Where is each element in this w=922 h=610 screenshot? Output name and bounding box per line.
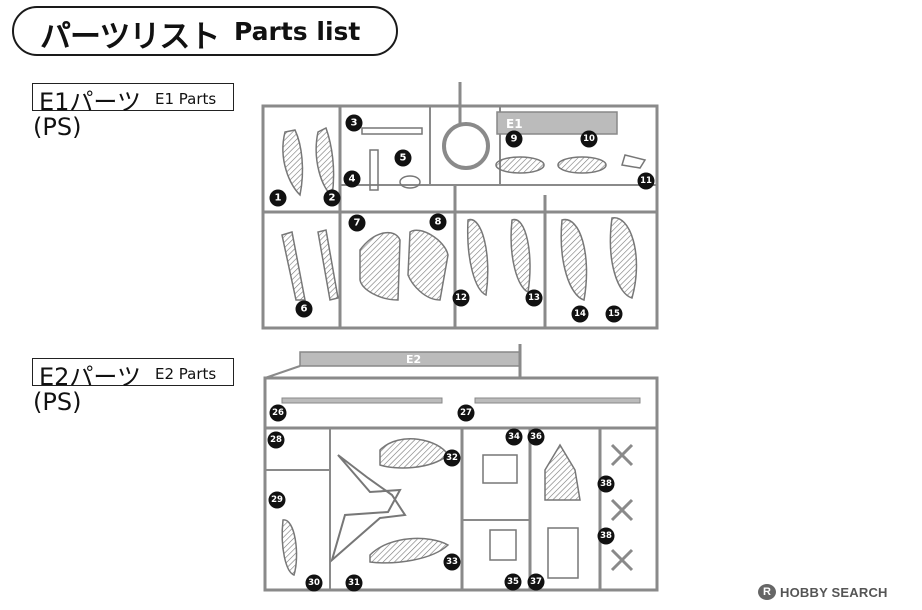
svg-text:28: 28 — [270, 435, 282, 445]
part-badge-3: 3 — [345, 114, 363, 132]
part-badge-27: 27 — [457, 404, 475, 422]
watermark-text: HOBBY SEARCH — [780, 585, 888, 600]
runner-e1-tag-text: E1 — [506, 117, 523, 131]
part-badge-33: 33 — [443, 553, 461, 571]
svg-text:8: 8 — [435, 217, 442, 228]
svg-text:3: 3 — [351, 118, 358, 129]
svg-text:6: 6 — [301, 304, 308, 315]
part-badge-1: 1 — [269, 189, 287, 207]
watermark: R HOBBY SEARCH — [758, 582, 918, 604]
part-badge-7: 7 — [348, 214, 366, 232]
svg-text:5: 5 — [400, 153, 407, 164]
svg-text:7: 7 — [354, 218, 361, 229]
svg-text:33: 33 — [446, 557, 458, 567]
svg-text:27: 27 — [460, 408, 472, 418]
part-badge-31: 31 — [345, 574, 363, 592]
part-badge-35: 35 — [504, 573, 522, 591]
svg-text:15: 15 — [608, 309, 620, 319]
svg-text:37: 37 — [530, 577, 542, 587]
svg-text:11: 11 — [640, 176, 652, 186]
runner-e2-tag: E2 — [406, 353, 421, 366]
svg-text:31: 31 — [348, 578, 360, 588]
part-badge-13: 13 — [525, 289, 543, 307]
svg-text:35: 35 — [507, 577, 519, 587]
part-badge-30: 30 — [305, 574, 323, 592]
svg-text:1: 1 — [275, 193, 282, 204]
e1-part-badges: 1 2 3 4 5 6 7 8 9 10 11 12 13 14 15 — [269, 114, 655, 323]
part-badge-37: 37 — [527, 573, 545, 591]
svg-text:4: 4 — [349, 174, 356, 185]
svg-text:14: 14 — [574, 309, 586, 319]
title-box: パーツリスト Parts list — [12, 6, 398, 56]
svg-text:34: 34 — [508, 432, 520, 442]
runner-e1 — [261, 82, 659, 330]
svg-text:26: 26 — [272, 408, 284, 418]
part-badge-34: 34 — [505, 428, 523, 446]
material-e1: (PS) — [33, 113, 82, 141]
e1-part-shapes — [281, 126, 647, 301]
svg-text:32: 32 — [446, 453, 458, 463]
part-badge-14: 14 — [571, 305, 589, 323]
part-badge-38-upper: 38 — [597, 475, 615, 493]
svg-text:36: 36 — [530, 432, 542, 442]
svg-text:29: 29 — [271, 495, 283, 505]
svg-text:30: 30 — [308, 578, 320, 588]
svg-text:2: 2 — [329, 193, 336, 204]
svg-text:10: 10 — [583, 134, 595, 144]
part-badge-36: 36 — [527, 428, 545, 446]
part-badge-32: 32 — [443, 449, 461, 467]
e2-part-badges: 26 27 28 29 30 31 32 33 34 35 36 37 38 3… — [267, 404, 615, 592]
section-label-e1-en: E1 Parts — [155, 90, 217, 108]
svg-text:13: 13 — [528, 293, 540, 303]
svg-text:38: 38 — [600, 531, 612, 541]
circle-r-icon: R — [758, 584, 776, 600]
section-label-e2-en: E2 Parts — [155, 365, 217, 383]
svg-text:9: 9 — [511, 134, 518, 145]
part-badge-38-lower: 38 — [597, 527, 615, 545]
title-english: Parts list — [234, 17, 361, 46]
section-label-e2-ja: E2パーツ — [39, 363, 141, 391]
part-badge-15: 15 — [605, 305, 623, 323]
title-japanese: パーツリスト — [40, 19, 220, 55]
section-label-e2: E2パーツ E2 Parts — [32, 358, 234, 391]
part-badge-5: 5 — [394, 149, 412, 167]
runner-e2-tag-text: E2 — [406, 353, 421, 366]
part-badge-2: 2 — [323, 189, 341, 207]
section-label-e1-ja: E1パーツ — [39, 88, 141, 116]
material-e2: (PS) — [33, 388, 82, 416]
part-badge-6: 6 — [295, 300, 313, 318]
svg-text:38: 38 — [600, 479, 612, 489]
part-badge-12: 12 — [452, 289, 470, 307]
svg-text:12: 12 — [455, 293, 467, 303]
part-badge-10: 10 — [580, 130, 598, 148]
runner-e2 — [263, 344, 659, 592]
part-badge-28: 28 — [267, 431, 285, 449]
part-badge-8: 8 — [429, 213, 447, 231]
part-badge-26: 26 — [269, 404, 287, 422]
part-badge-29: 29 — [268, 491, 286, 509]
section-label-e1: E1パーツ E1 Parts — [32, 83, 234, 116]
runner-e1-tag: E1 — [506, 117, 523, 131]
part-badge-11: 11 — [637, 172, 655, 190]
part-badge-4: 4 — [343, 170, 361, 188]
part-badge-9: 9 — [505, 130, 523, 148]
